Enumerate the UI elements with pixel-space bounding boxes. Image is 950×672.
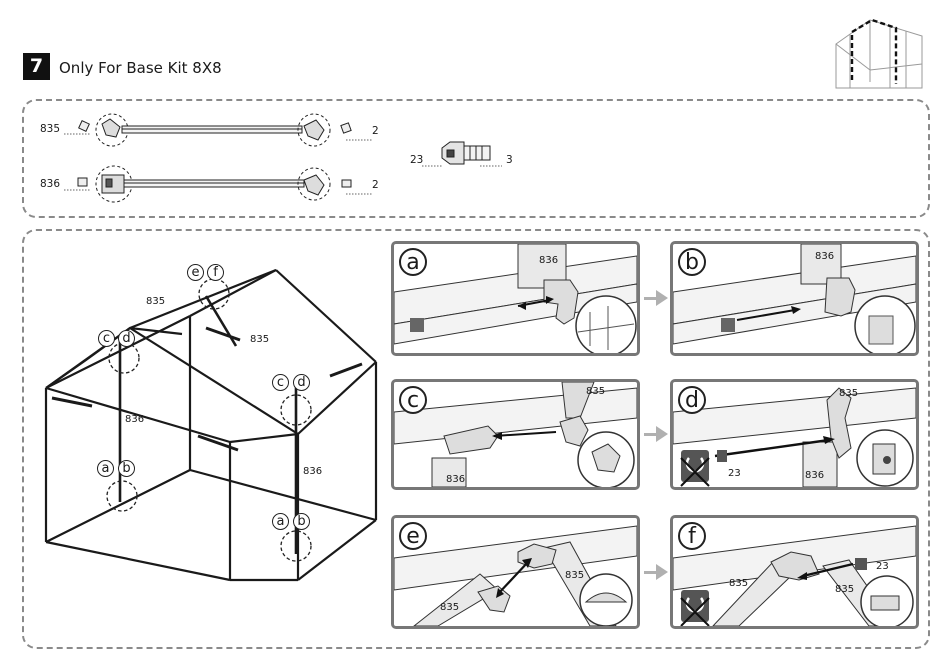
panel-e-letter: e — [399, 522, 427, 550]
panel-b-letter: b — [678, 248, 706, 276]
panel-b-part: 836 — [815, 251, 834, 262]
callout-b-left: b — [118, 460, 135, 477]
callout-a-left: a — [97, 460, 114, 477]
callout-c-right: c — [272, 374, 289, 391]
part-835-qty: 2 — [372, 125, 379, 137]
panel-f-part-left: 835 — [729, 578, 748, 589]
panel-d-part-bottom: 836 — [805, 470, 824, 481]
panel-a-part: 836 — [539, 255, 558, 266]
step-title: Only For Base Kit 8X8 — [59, 59, 222, 77]
panel-c-part-top: 835 — [586, 386, 605, 397]
detail-panel-f: f 835 835 23 — [670, 515, 919, 629]
callout-c-left: c — [98, 330, 115, 347]
arrow-right-icon — [656, 426, 668, 442]
panel-e-part-right: 835 — [565, 570, 584, 581]
callout-a-right: a — [272, 513, 289, 530]
panel-f-screw: 23 — [876, 561, 889, 572]
panel-f-letter: f — [678, 522, 706, 550]
step-number: 7 — [23, 53, 50, 80]
greenhouse-frame-drawing — [40, 250, 390, 590]
panel-d-letter: d — [678, 386, 706, 414]
detail-panel-c: c 835 836 — [391, 379, 640, 490]
arrow-right-icon — [644, 297, 656, 300]
no-wrench-icon — [681, 590, 709, 626]
part-836-code: 836 — [40, 178, 60, 190]
detail-panel-e: e 835 835 — [391, 515, 640, 629]
label-post-836-right: 836 — [303, 466, 322, 477]
greenhouse-icon — [830, 14, 928, 94]
detail-panel-a: a 836 — [391, 241, 640, 356]
callout-d-left: d — [118, 330, 135, 347]
part-836-qty: 2 — [372, 179, 379, 191]
part-836-drawing — [60, 160, 390, 208]
panel-c-letter: c — [399, 386, 427, 414]
arrow-right-icon — [644, 433, 656, 436]
panel-c-part-bottom: 836 — [446, 474, 465, 485]
arrow-right-icon — [656, 290, 668, 306]
panel-e-part-left: 835 — [440, 602, 459, 613]
detail-panel-d: d 835 836 23 — [670, 379, 919, 490]
callout-f: f — [207, 264, 224, 281]
panel-a-letter: a — [399, 248, 427, 276]
callout-e: e — [187, 264, 204, 281]
arrow-right-icon — [656, 564, 668, 580]
panel-f-part-right: 835 — [835, 584, 854, 595]
detail-panel-b: b 836 — [670, 241, 919, 356]
panel-d-part-top: 835 — [839, 388, 858, 399]
bolt-23-drawing — [420, 136, 515, 172]
no-wrench-icon — [681, 450, 709, 486]
label-post-836-left: 836 — [125, 414, 144, 425]
part-23-qty: 3 — [506, 154, 513, 166]
arrow-right-icon — [644, 571, 656, 574]
callout-d-right: d — [293, 374, 310, 391]
part-835-drawing — [60, 108, 390, 154]
part-835-code: 835 — [40, 123, 60, 135]
label-rafter-835: 835 — [250, 334, 269, 345]
callout-b-right: b — [293, 513, 310, 530]
label-ridge-835: 835 — [146, 296, 165, 307]
panel-d-screw: 23 — [728, 468, 741, 479]
